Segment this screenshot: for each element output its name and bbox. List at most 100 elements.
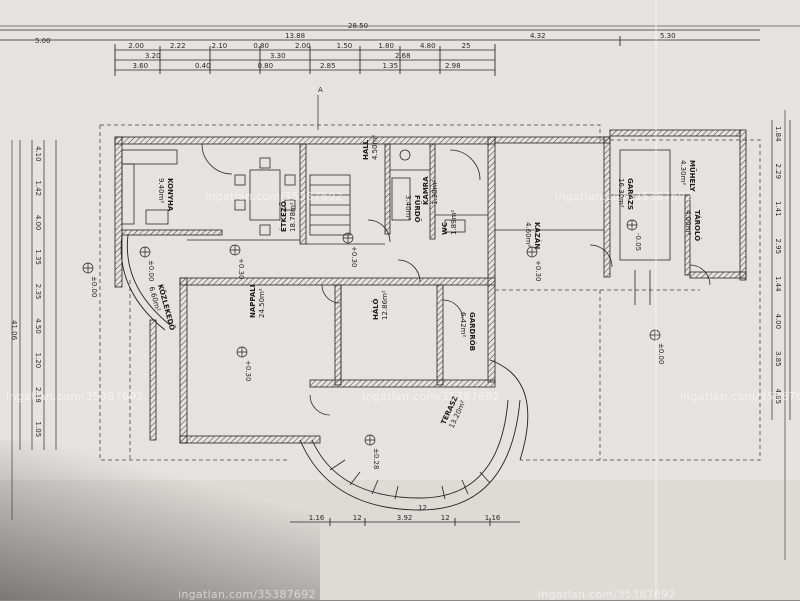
dim-value: 2.29 (774, 164, 782, 180)
level-marker-symbol (139, 246, 151, 258)
level-marker-symbol (236, 346, 248, 358)
level-markers: ±0.00 +0.30 +0.30 ±0.00 +0.30 -0.05 ±0.00 ±0.28… (82, 219, 665, 469)
section-marker: 12 (418, 504, 427, 512)
room-label-kamra: KAMRA1.30m² (422, 176, 439, 205)
room-label-hall_top: HALL4.50m² (362, 135, 379, 160)
room-label-garazs: GARÁZS16.30m² (617, 178, 635, 210)
level-marker-symbol (229, 244, 241, 256)
dim-top-right: 4.32 (530, 32, 546, 40)
dim-value: 0.80 (258, 62, 274, 70)
dim-value: 2.98 (445, 62, 461, 70)
dim-value: 1.41 (774, 201, 782, 217)
level-marker-symbol (364, 434, 376, 446)
dim-value: 2.00 (128, 42, 144, 50)
watermark-text: ingatlan.com/35387692 (178, 588, 316, 601)
kitchen-counter (121, 149, 178, 165)
watermark-text: ingatlan.com/35387692 (6, 390, 144, 403)
dim-value: 1.42 (34, 180, 42, 196)
level-marker-symbol (526, 246, 538, 258)
dim-value: 1.44 (774, 276, 782, 292)
dim-value: 1.50 (337, 42, 353, 50)
dim-value: 3.92 (397, 514, 413, 522)
dim-left-total: 41.06 (10, 320, 18, 341)
bay-window-left (120, 234, 166, 331)
dim-value: 4.50 (34, 318, 42, 334)
room-label-nappali: NAPPALI24.50m² (249, 285, 266, 318)
dim-value: 1.16 (485, 514, 501, 522)
level-marker-value: ±0.00 (90, 276, 98, 297)
level-marker-value: ±0.00 (147, 260, 155, 281)
level-marker-symbol (342, 232, 354, 244)
dim-value: 4.00 (34, 215, 42, 231)
door-swing (201, 143, 233, 175)
room-label-wc: WC1.89m² (441, 210, 458, 235)
dim-top-total: 28.50 (348, 22, 368, 30)
watermark-text: ingatlan.com/35387692 (680, 390, 800, 403)
dim-value: 2.18 (34, 387, 42, 403)
dim-value: 3.30 (270, 52, 286, 60)
dim-value: 0.80 (253, 42, 269, 50)
dim-value: 1.16 (309, 514, 325, 522)
dim-top-left: 5.00 (35, 37, 51, 45)
dining-table (249, 169, 281, 221)
room-label-etkezo: ÉTKEZŐ18.78m² (279, 201, 297, 232)
dim-value: 1.20 (34, 353, 42, 369)
dim-right-column: 1.84 2.29 1.41 2.95 1.44 4.00 3.85 4.65 (774, 126, 782, 404)
dim-value: 1.84 (774, 126, 782, 142)
dim-value: 2.10 (212, 42, 228, 50)
dim-value: 4.80 (420, 42, 436, 50)
dim-top-main: 13.88 (285, 32, 305, 40)
dim-value: 1.35 (383, 62, 399, 70)
bathtub (391, 177, 411, 221)
boundary-dashed (99, 124, 761, 461)
watermark-text: ingatlan.com/35387692 (555, 190, 693, 203)
level-marker-symbol (82, 262, 94, 274)
dim-value: 1.80 (378, 42, 394, 50)
dim-value: 4.65 (774, 389, 782, 405)
walls (114, 129, 747, 444)
dim-value: 2.95 (774, 239, 782, 255)
paper-lower-area (0, 480, 800, 600)
room-label-tarolo: TÁROLÓ4.00m² (684, 210, 702, 241)
level-marker-value: +0.30 (534, 260, 542, 281)
dim-value: 12 (353, 514, 362, 522)
level-marker-value: +0.30 (237, 258, 245, 279)
level-marker-value: ±0.28 (372, 448, 380, 469)
dim-value: 12 (441, 514, 450, 522)
room-label-konyha: KONYHA9.40m² (157, 178, 174, 212)
dim-value: 3.85 (774, 351, 782, 367)
dim-value: 1.35 (34, 249, 42, 265)
room-label-hall_mid: HÁLÓ12.86m² (371, 290, 389, 320)
dim-value: 2.68 (395, 52, 411, 60)
axis-marker-a: A (318, 86, 323, 94)
level-marker-value: +0.30 (350, 246, 358, 267)
room-label-muhely: MŰHELY4.30m² (679, 160, 697, 193)
paper-fold-line (655, 0, 657, 600)
dim-value: 4.00 (774, 314, 782, 330)
dim-value: 2.35 (34, 284, 42, 300)
dim-value: 25 (462, 42, 471, 50)
dim-value: 4.10 (34, 146, 42, 162)
level-marker-symbol (626, 219, 638, 231)
dim-value: 2.85 (320, 62, 336, 70)
boundary-dashed-inner (129, 280, 700, 460)
dim-value: 2.00 (295, 42, 311, 50)
room-label-furdo: FÜRDŐ3.40m² (404, 195, 422, 223)
terrace-curve (299, 399, 521, 511)
dim-value: 3.20 (145, 52, 161, 60)
dim-value: 0.40 (195, 62, 211, 70)
dim-left-column: 4.10 1.42 4.00 1.35 2.35 4.50 1.20 2.18 1.05 (34, 146, 42, 437)
dim-top-right-end: 5.30 (660, 32, 676, 40)
dim-row3: 3.20 3.30 2.68 (145, 52, 411, 60)
watermark-text: ingatlan.com/35387692 (538, 588, 676, 601)
dim-value: 3.60 (133, 62, 149, 70)
level-marker-value: -0.05 (634, 233, 642, 251)
watermark-text: ingatlan.com/35387692 (362, 390, 500, 403)
level-marker-value: ±0.00 (657, 343, 665, 364)
car-space (619, 149, 671, 261)
level-marker-value: +0.30 (244, 360, 252, 381)
level-marker-symbol (649, 329, 661, 341)
dim-value: 1.05 (34, 422, 42, 438)
